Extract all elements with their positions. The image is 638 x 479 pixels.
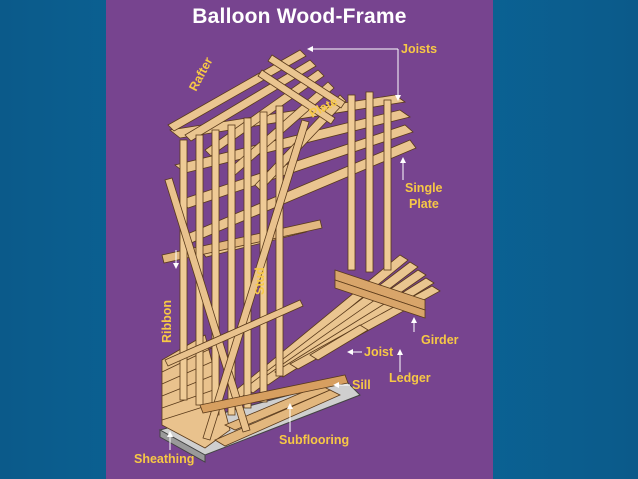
label-rafter: Rafter [186,55,215,94]
label-single-plate-1: Single [405,181,443,195]
label-ledger: Ledger [389,371,431,385]
label-sheathing: Sheathing [134,452,194,466]
label-ribbon: Ribbon [160,300,174,343]
label-subflooring: Subflooring [279,433,349,447]
label-girder: Girder [421,333,459,347]
page-title: Balloon Wood-Frame [192,5,407,28]
label-stud: Stud [253,267,267,295]
label-joist: Joist [364,345,394,359]
label-sill: Sill [352,378,371,392]
label-single-plate-2: Plate [409,197,439,211]
label-joists: Joists [401,42,437,56]
sill [199,374,349,414]
leader-lines [167,46,417,450]
bracing [164,119,310,441]
girder [334,269,426,319]
